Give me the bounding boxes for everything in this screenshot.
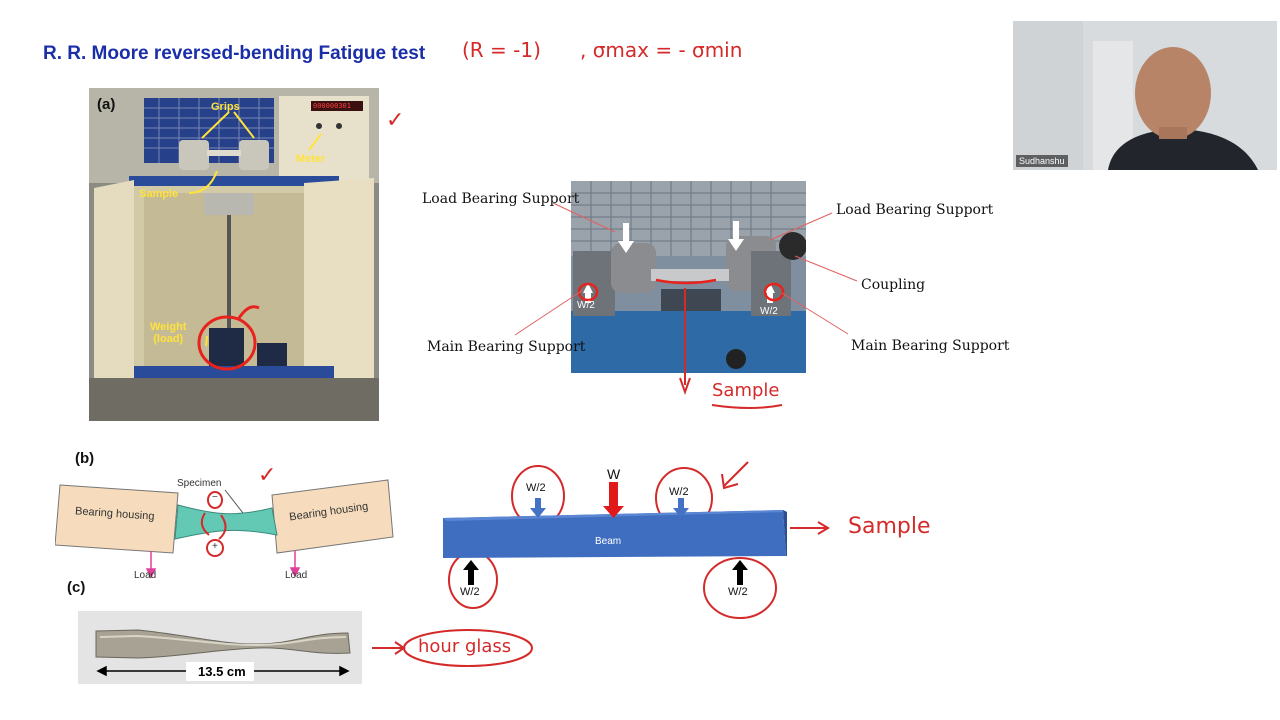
label-meter: Meter [296,153,326,165]
beam-w2-bottom-left: W/2 [460,586,480,598]
specimen-length: 13.5 cm [198,664,246,679]
beam-diagram [443,482,787,585]
panel-c-letter: (c) [67,579,86,596]
bearing-assembly-photo [571,181,807,373]
label-coupling: Coupling [861,277,926,293]
photo-w2-left: W/2 [577,300,595,311]
webcam-participant-name: Sudhanshu [1016,155,1068,167]
label-specimen: Specimen [177,478,222,489]
panel-a-letter: (a) [97,96,116,113]
handwritten-ratio: (R = -1) [462,38,541,62]
label-load-left: Load [134,570,157,581]
label-sample: Sample [139,188,179,200]
handwritten-tick-a: ✓ [386,108,405,133]
handwritten-sigma: , σmax = - σmin [580,38,743,62]
meter-display: 000000301 [313,102,351,110]
beam-load-w: W [607,466,621,482]
label-load-bearing-left: Load Bearing Support [422,191,580,207]
photo-w2-right: W/2 [760,306,778,317]
beam-label: Beam [595,536,622,547]
beam-w2-top-left: W/2 [526,482,546,494]
beam-w2-top-right: W/2 [669,486,689,498]
label-load-bearing-right: Load Bearing Support [836,202,994,218]
handwritten-sample-1: Sample [712,380,780,401]
handwritten-tick-b: ✓ [258,463,277,488]
label-grips: Grips [211,101,240,113]
beam-w2-bottom-right: W/2 [728,586,748,598]
label-load-right: Load [285,570,308,581]
panel-b-letter: (b) [75,450,95,467]
sign-minus: − [212,492,218,503]
handwritten-hourglass: hour glass [418,636,512,657]
label-weight: Weight (load) [150,321,187,345]
sign-plus: + [212,541,218,552]
handwritten-sample-2: Sample [848,514,931,539]
fatigue-machine-photo [89,88,379,421]
label-main-bearing-right: Main Bearing Support [851,338,1010,354]
hourglass-specimen-photo [78,611,362,684]
label-main-bearing-left: Main Bearing Support [427,339,586,355]
bearing-housing-diagram [55,479,394,579]
page-title: R. R. Moore reversed-bending Fatigue tes… [43,43,426,64]
webcam-video: Sudhanshu [1013,21,1277,170]
